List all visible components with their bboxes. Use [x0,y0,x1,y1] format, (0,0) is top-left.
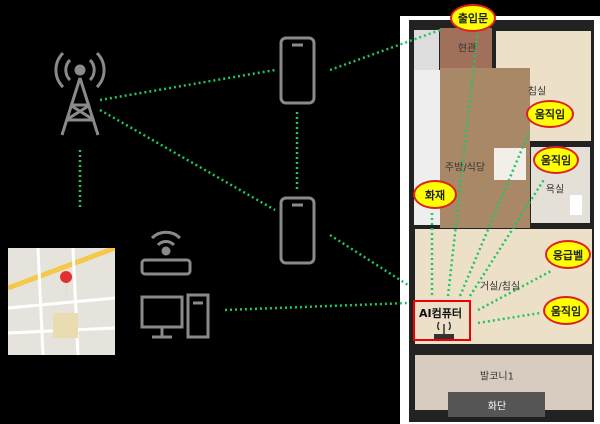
map-thumbnail [8,248,115,355]
ai-computer-box: AI컴퓨터 [413,300,471,341]
room-label-balcony: 발코니1 [480,371,514,383]
connection-lines [78,27,554,325]
smartphone-icon [279,196,316,265]
room-label-entrance: 현관 [457,43,477,55]
desktop-computer-icon [140,293,210,339]
smartphone-icon [279,36,316,105]
cell-tower-icon [54,51,106,136]
wifi-router-icon [140,230,192,276]
sensor-bubble-motion-bedroom: 움직임 [526,100,574,128]
ai-computer-label: AI컴퓨터 [419,307,462,320]
sensor-bubble-motion-living: 움직임 [543,296,589,325]
room-label-living: 거실/침실 [479,281,521,293]
ai-router-icon [434,321,454,339]
room-label-bathroom: 욕실 [545,184,565,196]
room-label-flowerbed: 화단 [487,401,507,413]
floor-plan [400,16,600,424]
room-label-bedroom: 침실 [527,86,547,98]
sensor-bubble-motion-bathroom: 움직임 [533,146,579,174]
sensor-bubble-emergency-bell: 응급벨 [545,240,591,269]
sensor-bubble-door: 출입문 [450,4,496,32]
room-label-kitchen: 주방/식당 [444,162,486,174]
sensor-bubble-fire: 화재 [413,180,457,209]
